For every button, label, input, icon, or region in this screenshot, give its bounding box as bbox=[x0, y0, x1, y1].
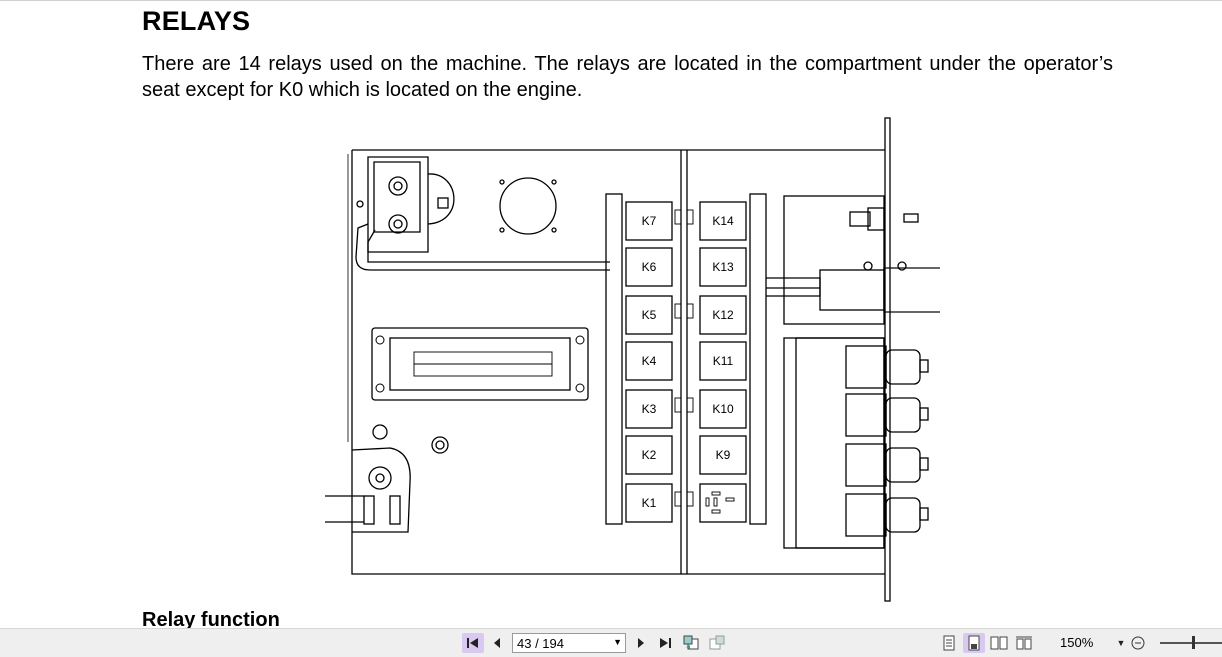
relay-compartment-diagram: K7 K6 K5 K4 K3 K2 K1 K14 K13 K12 K11 K10… bbox=[325, 117, 940, 602]
first-page-icon[interactable] bbox=[462, 633, 484, 653]
zoom-slider-handle[interactable] bbox=[1192, 636, 1195, 649]
continuous-page-icon[interactable] bbox=[963, 633, 985, 653]
relay-label: K12 bbox=[712, 308, 734, 322]
intro-paragraph: There are 14 relays used on the machine.… bbox=[142, 53, 1113, 101]
zoom-level: 150% bbox=[1060, 635, 1094, 650]
relay-label: K13 bbox=[712, 260, 734, 274]
relay-column-right bbox=[699, 201, 747, 523]
relay-label: K1 bbox=[642, 496, 657, 510]
single-page-icon[interactable] bbox=[938, 633, 960, 653]
previous-page-icon[interactable] bbox=[486, 633, 508, 653]
relay-label: K6 bbox=[642, 260, 657, 274]
relay-label: K2 bbox=[642, 448, 657, 462]
zoom-out-icon[interactable] bbox=[1130, 633, 1146, 653]
relay-label: K14 bbox=[712, 214, 734, 228]
page-heading: RELAYS bbox=[142, 6, 251, 36]
relay-label: K9 bbox=[716, 448, 731, 462]
continuous-facing-icon[interactable] bbox=[1013, 633, 1035, 653]
relay-label: K10 bbox=[712, 402, 734, 416]
last-page-icon[interactable] bbox=[654, 633, 676, 653]
zoom-dropdown-chevron-icon[interactable]: ▼ bbox=[1116, 638, 1126, 648]
document-page: RELAYS There are 14 relays used on the m… bbox=[0, 0, 1222, 628]
relay-label: K4 bbox=[642, 354, 657, 368]
page-number-field[interactable]: 43 / 194 ▼ bbox=[512, 633, 626, 653]
go-forward-icon[interactable] bbox=[706, 633, 728, 653]
section-subheading: Relay function bbox=[142, 609, 280, 628]
go-back-icon[interactable] bbox=[680, 633, 702, 653]
next-page-icon[interactable] bbox=[630, 633, 652, 653]
page-top-border bbox=[0, 0, 1222, 1]
relay-label: K7 bbox=[642, 214, 657, 228]
facing-pages-icon[interactable] bbox=[988, 633, 1010, 653]
relay-label: K11 bbox=[713, 354, 734, 368]
relay-label: K3 bbox=[642, 402, 657, 416]
zoom-slider-track[interactable] bbox=[1160, 642, 1222, 644]
chevron-down-icon[interactable]: ▼ bbox=[613, 637, 622, 647]
viewer-toolbar: 43 / 194 ▼ 150% ▼ bbox=[0, 628, 1222, 657]
relay-column-left bbox=[625, 201, 673, 523]
relay-label: K5 bbox=[642, 308, 657, 322]
page-number-value: 43 / 194 bbox=[517, 635, 564, 651]
